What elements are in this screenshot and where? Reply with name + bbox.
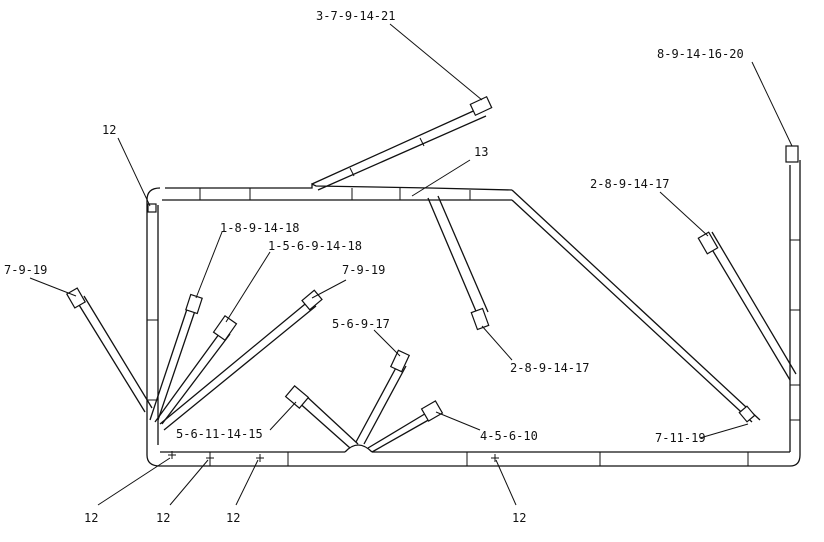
labels: 3-7-9-14-21 8-9-14-16-20 12 13 2-8-9-14-… <box>4 9 744 525</box>
label-12-bottom-b: 12 <box>156 511 170 525</box>
center-drop-pipe <box>427 195 490 331</box>
leader-lines <box>29 23 793 506</box>
label-5-6-11-14-15: 5-6-11-14-15 <box>176 427 263 441</box>
label-4-5-6-10: 4-5-6-10 <box>480 429 538 443</box>
main-frame <box>146 160 801 467</box>
label-12-upper-left: 12 <box>102 123 116 137</box>
label-12-bottom-d: 12 <box>512 511 526 525</box>
label-13: 13 <box>474 145 488 159</box>
label-top-right: 8-9-14-16-20 <box>657 47 744 61</box>
label-1-5-6-9-14-18: 1-5-6-9-14-18 <box>268 239 362 253</box>
label-5-6-9-17: 5-6-9-17 <box>332 317 390 331</box>
label-left-7-9-19: 7-9-19 <box>4 263 47 277</box>
diagonal-right-pipe <box>511 189 761 423</box>
label-1-8-9-14-18: 1-8-9-14-18 <box>220 221 299 235</box>
top-rising-pipe <box>311 95 493 191</box>
label-right-2-8-9-14-17: 2-8-9-14-17 <box>590 177 669 191</box>
right-diagonal-pipe <box>697 231 797 381</box>
left-fan-pipes <box>65 287 323 431</box>
label-7-11-19: 7-11-19 <box>655 431 706 445</box>
label-top-center: 3-7-9-14-21 <box>316 9 395 23</box>
label-12-bottom-a: 12 <box>84 511 98 525</box>
label-12-bottom-c: 12 <box>226 511 240 525</box>
label-center-7-9-19: 7-9-19 <box>342 263 385 277</box>
bottom-junction <box>284 349 444 453</box>
label-center-2-8-9-14-17: 2-8-9-14-17 <box>510 361 589 375</box>
right-vertical-pipe <box>785 145 799 163</box>
